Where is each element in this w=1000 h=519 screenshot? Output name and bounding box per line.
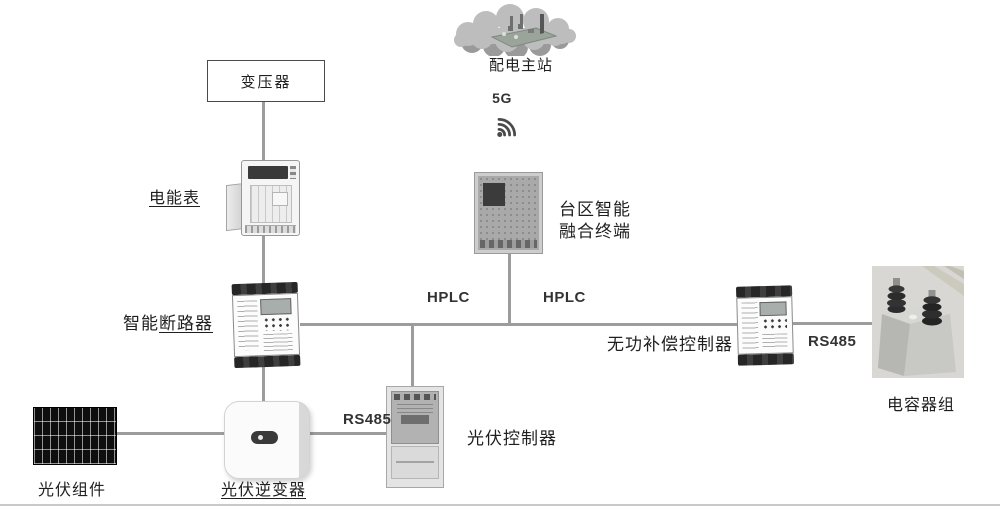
connector-pvmodule-inverter (113, 432, 226, 435)
smart-breaker-label-suffix: 断路器 (159, 314, 213, 333)
connector-meter-breaker (262, 231, 265, 287)
breaker-label-rows (263, 333, 294, 351)
smart-breaker-label-prefix: 智能 (123, 314, 159, 333)
breaker-bottom-terminals (234, 354, 301, 369)
meter-nameplate (272, 192, 288, 206)
breaker-keypad (262, 315, 293, 332)
hplc-left-label: HPLC (427, 289, 470, 306)
main-station-label: 配电主站 (488, 58, 553, 74)
pv-module-label: 光伏组件 (38, 482, 107, 499)
pv-controller-nameplate (401, 415, 429, 425)
bottom-divider (0, 504, 1000, 506)
connector-hplc-bus (300, 323, 741, 326)
fusion-terminal-label-line2: 融合终端 (559, 222, 631, 241)
energy-meter-label: 电能表 (149, 190, 201, 207)
capacitor-bank-label: 电容器组 (887, 397, 956, 414)
energy-meter-image (226, 160, 300, 236)
smart-breaker-label: 智能断路器 (123, 309, 213, 334)
wireless-5g-label: 5G (492, 90, 512, 106)
rs485-capacitor-label: RS485 (808, 333, 857, 350)
reactive-controller-image (735, 285, 795, 366)
connector-controller-capacitor-rs485 (789, 322, 873, 325)
meter-display (248, 166, 288, 179)
reactive-controller-keypad (762, 317, 788, 332)
meter-buttons (290, 166, 296, 179)
meter-body (241, 160, 300, 236)
pv-inverter-image (224, 401, 310, 479)
breaker-side-text (237, 300, 259, 352)
meter-panel (250, 185, 292, 223)
cloud-substation-icon (452, 4, 580, 59)
pv-controller-groove (395, 461, 435, 464)
wifi-signal-icon (494, 110, 524, 140)
fusion-terminal-pcb (478, 176, 539, 250)
reactive-controller-bottom-terminals (737, 353, 795, 366)
reactive-controller-lcd (759, 301, 787, 317)
pv-controller-image (386, 386, 444, 488)
connector-inverter-pvcontroller-rs485 (306, 432, 388, 435)
inverter-display (251, 431, 278, 444)
breaker-front-panel (231, 292, 301, 358)
connector-breaker-inverter (262, 363, 265, 405)
smart-breaker-image (231, 281, 301, 369)
transformer-label: 变压器 (240, 74, 292, 91)
connector-bus-pvcontroller (411, 325, 414, 389)
fusion-terminal-display (482, 182, 505, 207)
reactive-controller-label-rows (762, 333, 788, 350)
reactive-controller-side-text (741, 302, 759, 350)
pv-module-image (33, 407, 117, 465)
capacitor-bank-image (872, 266, 964, 378)
hplc-right-label: HPLC (543, 289, 586, 306)
pv-controller-text-lines (396, 404, 434, 415)
reactive-controller-label: 无功补偿控制器 (607, 335, 733, 354)
pv-controller-lower-panel (391, 446, 439, 480)
fusion-terminal-terminal-strip (480, 239, 537, 248)
pv-controller-inner-panel (391, 391, 439, 445)
pv-controller-label: 光伏控制器 (467, 429, 557, 448)
connector-terminal-bus (508, 253, 511, 326)
inverter-indicator-dot (258, 435, 263, 440)
pv-inverter-label: 光伏逆变器 (221, 482, 307, 499)
rs485-pv-label: RS485 (343, 411, 392, 428)
breaker-lcd (259, 298, 292, 316)
meter-terminals (245, 225, 296, 233)
pv-controller-header-strip (394, 394, 436, 400)
fusion-terminal-label-line1: 台区智能 (559, 200, 631, 219)
connector-transformer-meter (262, 100, 265, 164)
fusion-terminal-image (474, 172, 543, 254)
fusion-terminal-label: 台区智能 融合终端 (559, 199, 631, 243)
reactive-controller-front-panel (736, 296, 794, 355)
transformer-box: 变压器 (207, 60, 325, 102)
